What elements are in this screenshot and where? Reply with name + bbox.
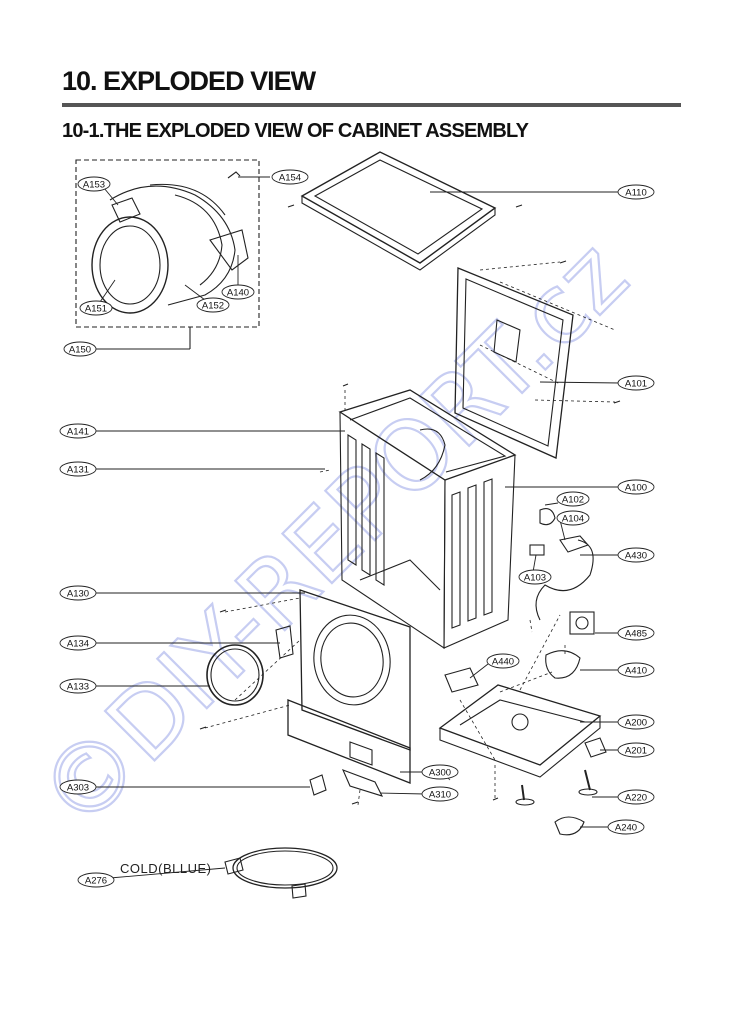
label-a150: A150 — [69, 345, 91, 356]
label-a410: A410 — [625, 666, 647, 677]
label-a201: A201 — [625, 746, 647, 757]
part-a240-drawing — [554, 816, 585, 836]
valve-a440-drawing — [444, 667, 479, 693]
label-a130: A130 — [67, 589, 89, 600]
part-a485-drawing — [569, 611, 595, 635]
door-inset-frame — [75, 159, 260, 328]
page-title: 10. EXPLODED VIEW — [62, 66, 316, 96]
part-a102-drawing — [539, 508, 556, 526]
label-a220: A220 — [625, 793, 647, 804]
screws — [199, 204, 621, 805]
label-a485: A485 — [625, 629, 647, 640]
label-a154: A154 — [279, 173, 301, 184]
pump-a410-drawing — [545, 650, 581, 679]
label-a101: A101 — [625, 379, 647, 390]
cabinet-drawing — [338, 389, 517, 650]
bracket-a201-drawing — [584, 737, 607, 758]
label-a300: A300 — [429, 768, 451, 779]
label-a430: A430 — [625, 551, 647, 562]
hose-note: COLD(BLLUE) — [120, 861, 211, 876]
hinge-drawing — [275, 625, 294, 659]
label-a151: A151 — [85, 304, 107, 315]
foot-a220-drawing — [584, 769, 591, 791]
label-a303: A303 — [67, 783, 89, 794]
door-assembly-drawing — [91, 171, 249, 314]
section-title: 10-1.THE EXPLODED VIEW OF CABINET ASSEMB… — [62, 120, 529, 142]
label-a152: A152 — [202, 301, 224, 312]
label-a140: A140 — [227, 288, 249, 299]
gasket-ring-drawing — [206, 644, 264, 706]
inlet-hose-drawing — [224, 847, 338, 899]
label-a440: A440 — [492, 657, 514, 668]
label-a153: A153 — [83, 180, 105, 191]
power-cord-drawing — [535, 539, 594, 621]
label-a102: A102 — [562, 495, 584, 506]
label-a141: A141 — [67, 427, 89, 438]
label-a100: A100 — [625, 483, 647, 494]
label-a133: A133 — [67, 682, 89, 693]
part-a303-drawing — [309, 774, 327, 796]
label-a240: A240 — [615, 823, 637, 834]
title-rule — [62, 103, 681, 107]
assembly-lines — [204, 261, 616, 806]
label-a276: A276 — [85, 876, 107, 887]
control-panel-drawing — [287, 699, 411, 797]
label-a134: A134 — [67, 639, 89, 650]
label-a110: A110 — [625, 188, 646, 199]
label-a103: A103 — [524, 573, 546, 584]
label-a131: A131 — [67, 465, 89, 476]
part-a103-drawing — [529, 544, 545, 556]
label-a310: A310 — [429, 790, 451, 801]
rear-panel-drawing — [454, 267, 574, 459]
label-a104: A104 — [562, 514, 584, 525]
label-a200: A200 — [625, 718, 647, 729]
base-frame-drawing — [438, 684, 602, 778]
leader-lines — [96, 176, 621, 879]
watermark: ©DIY-REPORT.cz — [17, 219, 649, 851]
top-cover-drawing — [300, 151, 497, 271]
